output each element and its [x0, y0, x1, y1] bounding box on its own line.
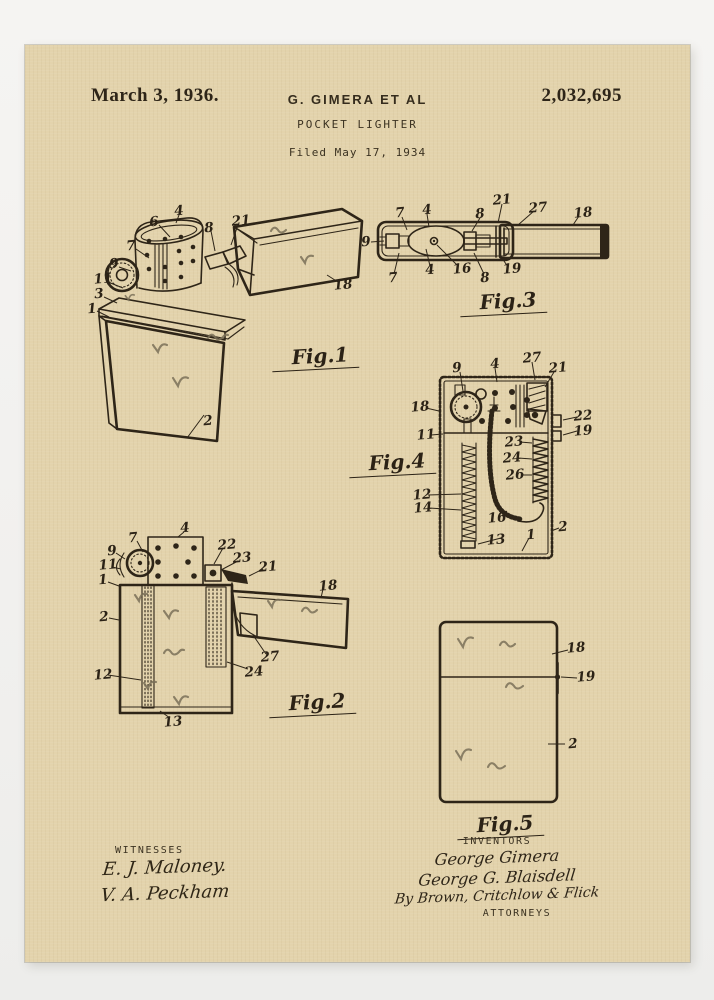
fig4-drawing: [425, 361, 578, 560]
callout: 6: [148, 213, 160, 231]
callout: 18: [332, 276, 354, 294]
callout: 1: [525, 526, 537, 544]
callout: 13: [485, 531, 507, 549]
callout: 16: [486, 509, 508, 527]
witness-signature: E. J. Maloney.: [101, 854, 228, 881]
callout: 12: [92, 666, 114, 684]
callout: 21: [257, 558, 279, 576]
patent-filed-line: Filed May 17, 1934: [288, 146, 427, 159]
callout: 8: [203, 219, 215, 237]
figure-3: 7 4 8 21 27 18 9 7 4 16 8 19 Fig.3: [360, 190, 650, 325]
fig2-label: Fig.2: [268, 687, 356, 719]
callout: 8: [479, 269, 491, 287]
callout: 23: [231, 549, 253, 567]
fig2-drawing: [107, 531, 350, 719]
callout: 11: [415, 426, 437, 444]
callout: 4: [424, 261, 436, 279]
callout: 4: [421, 201, 433, 219]
fig3-drawing: [370, 203, 610, 275]
callout: 19: [575, 668, 597, 686]
callout: 21: [547, 359, 569, 377]
callout: 1: [86, 300, 98, 318]
chimney-holes: [144, 234, 196, 284]
patent-inventor-line: G. GIMERA ET AL: [287, 92, 428, 107]
callout: 19: [501, 260, 523, 278]
callout: 9: [451, 359, 463, 377]
witness-signature: V. A. Peckham: [99, 880, 231, 907]
callout: 2: [567, 735, 579, 753]
patent-date: March 3, 1936.: [91, 85, 220, 106]
patent-number: 2,032,695: [541, 85, 622, 106]
callout: 13: [162, 713, 184, 731]
callout: 4: [489, 355, 501, 373]
figure-5: 18 19 2 Fig.5: [430, 605, 660, 855]
callout: 24: [243, 663, 265, 681]
fig5-drawing: [438, 620, 578, 804]
callout: 18: [317, 577, 339, 595]
callout: 4: [173, 202, 185, 220]
patent-title: POCKET LIGHTER: [297, 118, 418, 131]
callout: 19: [572, 422, 594, 440]
witnesses-heading: WITNESSES: [115, 845, 184, 856]
callout: 24: [501, 449, 523, 467]
callout: 18: [572, 204, 594, 222]
callout: 21: [491, 191, 513, 209]
fig1-drawing: [96, 207, 364, 443]
figure-4: 9 4 27 21 18 11 22 19 23 24 26 12 14 16 …: [330, 345, 660, 570]
callout: 7: [125, 237, 137, 255]
callout: 2: [98, 608, 110, 626]
callout: 8: [474, 205, 486, 223]
figure-2: 4 7 9 11 1 22 23 21 18 2 12 13 24 27 Fig…: [80, 515, 380, 745]
callout: 26: [504, 466, 526, 484]
callout: 16: [451, 260, 473, 278]
callout: 7: [127, 529, 139, 547]
callout: 27: [521, 349, 543, 367]
callout: 27: [259, 648, 281, 666]
callout: 27: [527, 199, 549, 217]
callout: 2: [557, 518, 569, 536]
figure-1: 6 4 8 21 7 9 11 3 1 18 2 Fig.1: [75, 195, 380, 450]
callout: 18: [565, 639, 587, 657]
callout: 4: [179, 519, 191, 537]
callout: 23: [503, 433, 525, 451]
fig3-label: Fig.3: [459, 286, 547, 318]
callout: 7: [394, 204, 406, 222]
callout: 18: [409, 398, 431, 416]
inventors-heading: INVENTORS: [462, 836, 532, 847]
callout: 14: [412, 499, 434, 517]
patent-page: March 3, 1936. G. GIMERA ET AL 2,032,695…: [25, 45, 690, 962]
callout: 2: [202, 412, 214, 430]
inventors-block: INVENTORS George Gimera George G. Blaisd…: [377, 836, 617, 919]
fig4-label: Fig.4: [348, 447, 436, 479]
callout: 1: [97, 571, 109, 589]
callout: 9: [360, 233, 372, 251]
attorneys-heading: ATTORNEYS: [482, 908, 552, 919]
callout: 21: [230, 212, 252, 230]
callout: 7: [387, 269, 399, 287]
